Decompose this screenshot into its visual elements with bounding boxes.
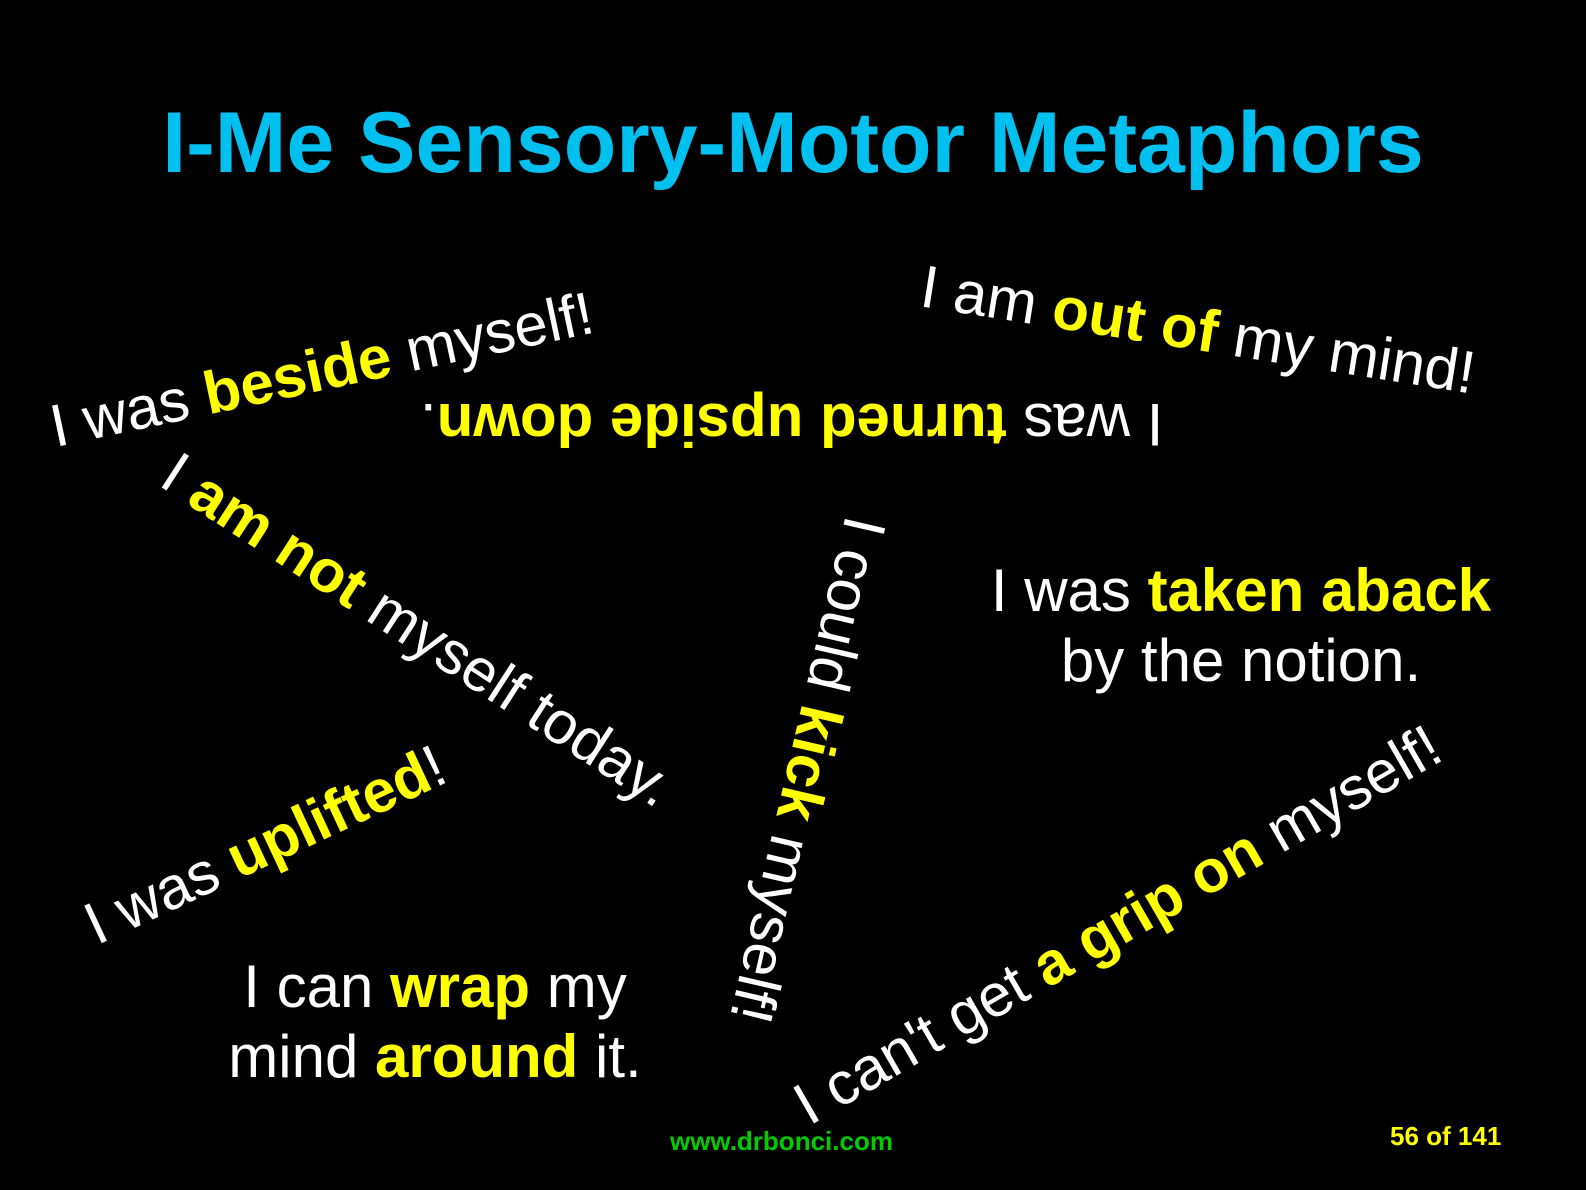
phrase-line: I can wrap my: [210, 952, 660, 1022]
phrase-highlight: am not: [178, 457, 380, 621]
phrase-line: I was taken aback: [976, 556, 1506, 626]
footer-url: www.drbonci.com: [670, 1126, 893, 1156]
phrase-highlight: out of: [1048, 273, 1224, 366]
phrase-highlight: wrap: [390, 953, 531, 1020]
phrase-text: my: [530, 953, 627, 1020]
phrase-text: myself!: [1239, 711, 1453, 874]
phrase-turned-upside-down: I was turned upside down.: [420, 391, 1163, 458]
phrase-grip-on-myself: I can't get a grip on myself!: [782, 711, 1453, 1138]
phrase-kick-myself: I could kick myself!: [717, 511, 899, 1030]
page-counter: 56 of 141: [1390, 1121, 1502, 1151]
slide-title: I-Me Sensory-Motor Metaphors: [162, 95, 1424, 191]
phrase-highlight: beside: [197, 322, 398, 428]
phrase-taken-aback: I was taken aback by the notion.: [976, 556, 1506, 696]
phrase-highlight: around: [375, 1023, 579, 1090]
phrase-line: by the notion.: [1060, 627, 1422, 694]
phrase-out-of-my-mind: I am out of my mind!: [916, 253, 1480, 407]
phrase-text: I am: [916, 252, 1059, 340]
phrase-text: myself!: [383, 279, 600, 388]
phrase-text: .: [420, 391, 437, 458]
phrase-text: it.: [578, 1023, 642, 1090]
phrase-text: I can: [243, 953, 391, 1020]
phrase-text: I was: [73, 830, 245, 958]
phrase-text: I can't get: [782, 941, 1054, 1138]
phrase-line: mind around it.: [210, 1022, 660, 1092]
phrase-text: my mind!: [1212, 299, 1480, 407]
phrase-highlight: turned upside down: [436, 391, 1007, 458]
phrase-highlight: a grip on: [1020, 815, 1274, 1000]
phrase-wrap-mind: I can wrap my mind around it.: [210, 952, 660, 1092]
phrase-text: I could: [789, 510, 899, 715]
phrase-highlight: uplifted: [215, 738, 441, 892]
phrase-text: I was: [1006, 391, 1164, 458]
phrase-text: mind: [228, 1023, 376, 1090]
phrase-highlight: kick: [763, 699, 856, 829]
phrase-text: myself!: [717, 813, 829, 1030]
phrase-uplifted: I was uplifted!: [73, 732, 456, 958]
phrase-highlight: taken aback: [1147, 557, 1492, 624]
phrase-text: I was: [990, 557, 1148, 624]
